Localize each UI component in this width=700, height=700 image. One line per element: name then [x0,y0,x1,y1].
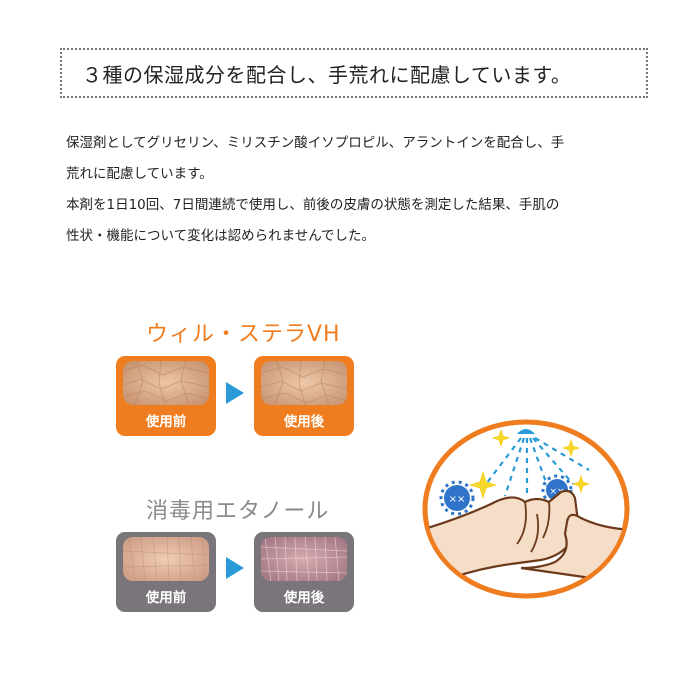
before-label: 使用前 [145,414,187,430]
after-card-ethanol: 使用後 [254,532,354,612]
skin-photo-before [123,361,209,405]
description-line-1: 保湿剤としてグリセリン、ミリスチン酸イソプロピル、アラントインを配合し、手 [66,135,565,151]
spray-icon [517,429,535,434]
svg-text:××: ×× [549,487,564,497]
description-line-2: 荒れに配慮しています。 [66,166,213,182]
skin-photo-after [261,537,347,581]
description-line-4: 性状・機能について変化は認められませんでした。 [66,228,376,244]
germ-icon: ×× [439,480,475,516]
arrow-right-icon [226,557,244,579]
arrow-right-icon [226,382,244,404]
before-card-ethanol: 使用前 [116,532,216,612]
description: 保湿剤としてグリセリン、ミリスチン酸イソプロピル、アラントインを配合し、手 荒れ… [66,128,646,252]
skin-photo-after [261,361,347,405]
description-line-3: 本剤を1日10回、7日間連続で使用し、前後の皮膚の状態を測定した結果、手肌の [66,197,560,213]
after-label: 使用後 [283,590,325,606]
ethanol-title: 消毒用エタノール [146,499,330,524]
before-label: 使用前 [145,590,187,606]
svg-text:××: ×× [449,494,466,505]
hand-wash-icon: ×× ×× [422,419,630,599]
skin-photo-before [123,537,209,581]
after-card-product: 使用後 [254,356,354,436]
after-label: 使用後 [283,414,325,430]
before-card-product: 使用前 [116,356,216,436]
sparkle-icon [468,429,590,500]
hand-wash-illustration: ×× ×× [421,418,631,600]
headline: ３種の保湿成分を配合し、手荒れに配慮しています。 [82,62,572,87]
headline-box: ３種の保湿成分を配合し、手荒れに配慮しています。 [60,48,648,98]
product-title: ウィル・ステラVH [146,322,341,347]
